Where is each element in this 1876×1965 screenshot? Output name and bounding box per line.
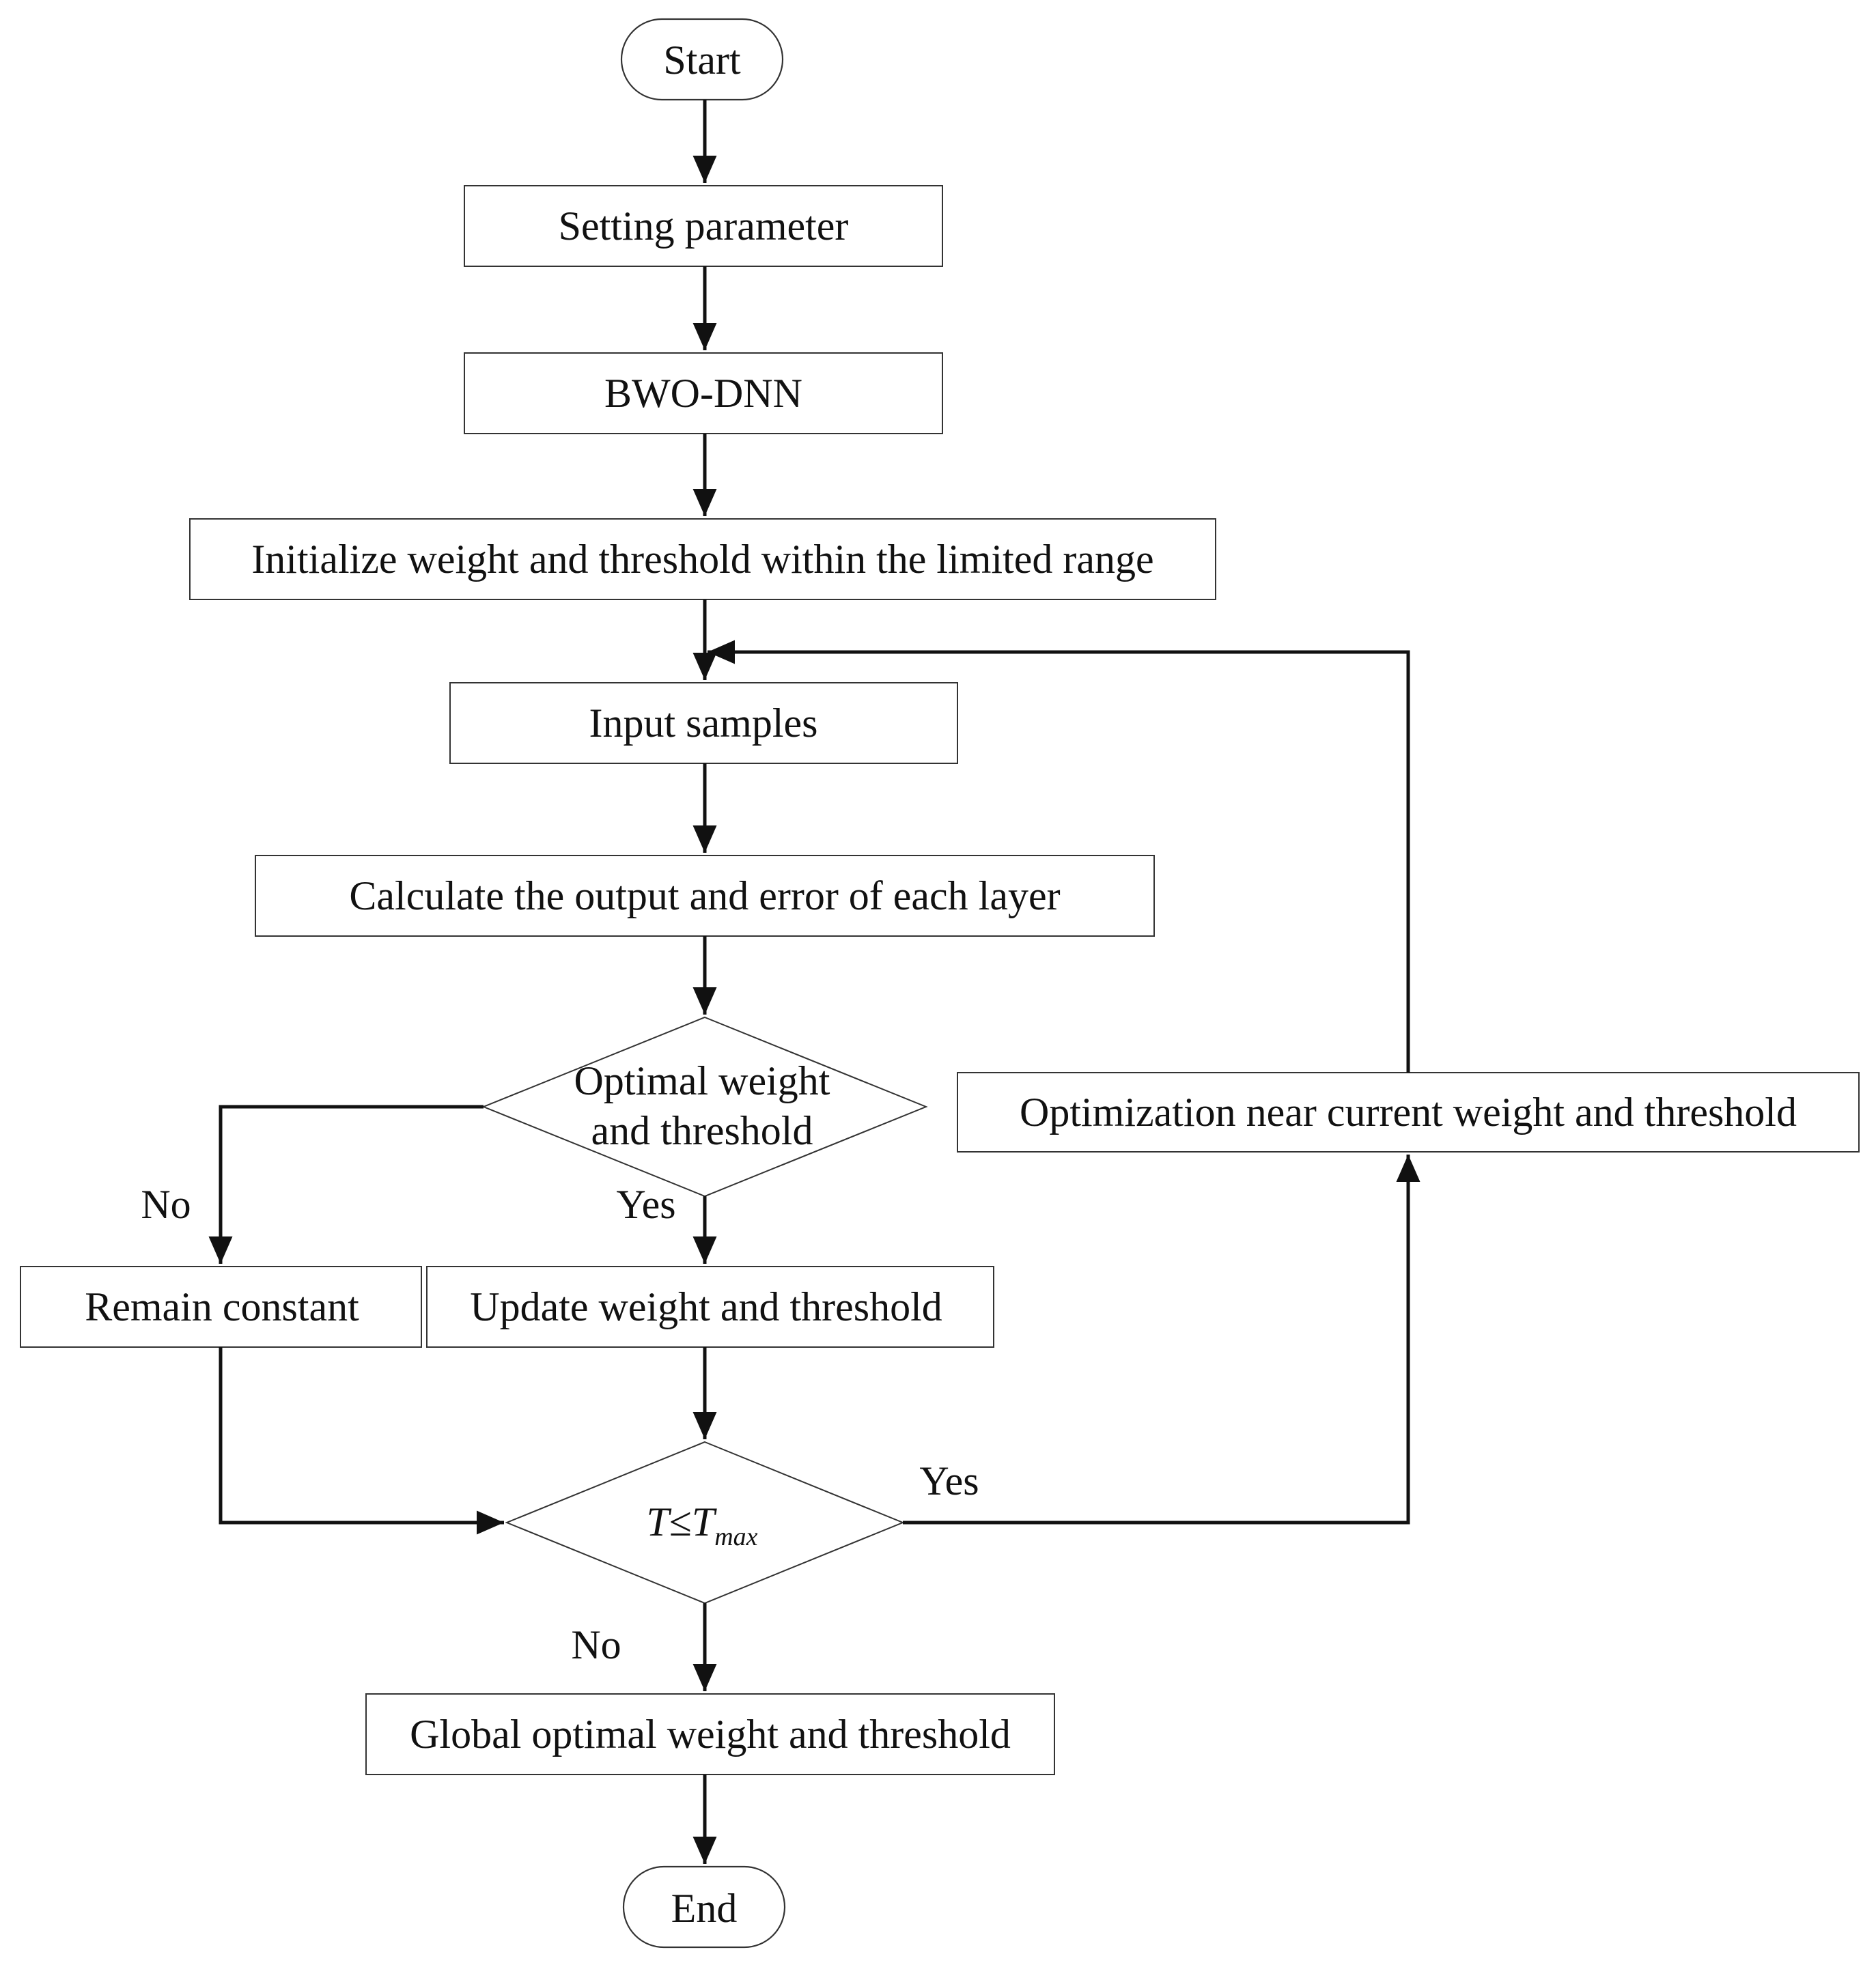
optimal-label-line1: Optimal weight	[574, 1058, 830, 1103]
input-samples-node: Input samples	[449, 682, 958, 764]
setting-parameter-node: Setting parameter	[464, 185, 943, 267]
arrow-iteration-to-optimization	[903, 1155, 1420, 1525]
optimal-yes-label: Yes	[616, 1182, 675, 1227]
update-node: Update weight and threshold	[426, 1266, 994, 1348]
condition-operator: ≤	[669, 1499, 692, 1544]
optimization-label: Optimization near current weight and thr…	[1020, 1090, 1797, 1135]
initialize-node: Initialize weight and threshold within t…	[189, 518, 1216, 600]
arrow-optimal-to-remain	[208, 1105, 484, 1264]
bwo-dnn-label: BWO-DNN	[604, 371, 802, 416]
setting-parameter-label: Setting parameter	[559, 203, 849, 249]
input-samples-label: Input samples	[589, 701, 818, 746]
initialize-label: Initialize weight and threshold within t…	[251, 537, 1153, 582]
arrow-remain-to-iteration	[219, 1347, 504, 1535]
end-node: End	[622, 1865, 786, 1949]
optimization-node: Optimization near current weight and thr…	[957, 1072, 1860, 1153]
calculate-label: Calculate the output and error of each l…	[349, 873, 1060, 918]
global-optimal-node: Global optimal weight and threshold	[365, 1693, 1055, 1775]
optimal-label-line2: and threshold	[591, 1108, 813, 1153]
global-optimal-label: Global optimal weight and threshold	[410, 1712, 1011, 1757]
iteration-no-label: No	[571, 1622, 621, 1667]
condition-Tmax: T	[692, 1499, 717, 1544]
condition-subscript: max	[714, 1523, 757, 1551]
bwo-dnn-node: BWO-DNN	[464, 352, 943, 434]
start-node: Start	[620, 18, 784, 101]
iteration-decision: T≤Tmax	[505, 1441, 905, 1604]
optimal-decision: Optimal weight and threshold	[481, 1016, 928, 1198]
iteration-condition: T≤Tmax	[647, 1499, 758, 1551]
start-label: Start	[663, 38, 741, 83]
iteration-yes-label: Yes	[919, 1458, 979, 1503]
condition-T: T	[647, 1499, 672, 1544]
end-label: End	[671, 1886, 738, 1931]
calculate-node: Calculate the output and error of each l…	[255, 855, 1155, 937]
optimal-no-label: No	[141, 1182, 191, 1227]
update-label: Update weight and threshold	[470, 1284, 942, 1329]
arrow-optimization-to-input	[708, 640, 1410, 1073]
remain-constant-label: Remain constant	[85, 1284, 359, 1329]
remain-constant-node: Remain constant	[20, 1266, 422, 1348]
